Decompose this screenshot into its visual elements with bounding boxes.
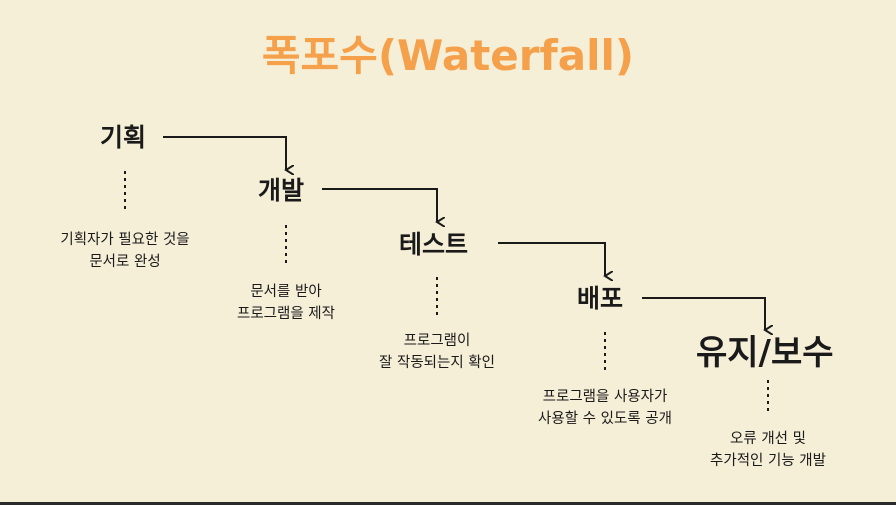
stage-label-maintenance: 유지/보수 — [696, 333, 834, 373]
stage-desc-plan-line-1: 기획자가 필요한 것을 — [60, 232, 190, 248]
stage-desc-deploy: 프로그램을 사용자가 사용할 수 있도록 공개 — [510, 386, 700, 430]
stage-desc-dev-line-1: 문서를 받아 — [250, 284, 322, 300]
stage-label-dev: 개발 — [258, 176, 305, 205]
stage-desc-plan-line-2: 문서로 완성 — [89, 254, 161, 270]
arrow-test-to-deploy — [498, 242, 605, 276]
arrow-dev-to-test — [322, 188, 437, 222]
stage-desc-dev-line-2: 프로그램을 제작 — [237, 306, 335, 322]
arrow-plan-to-dev — [163, 136, 286, 170]
stage-desc-plan: 기획자가 필요한 것을 문서로 완성 — [35, 229, 215, 273]
stage-desc-maintenance-line-1: 오류 개선 및 — [730, 431, 806, 447]
stage-desc-deploy-line-2: 사용할 수 있도록 공개 — [538, 411, 672, 427]
stage-label-deploy: 배포 — [577, 284, 624, 313]
stage-label-plan: 기획 — [100, 123, 147, 152]
bottom-divider — [0, 502, 896, 505]
stage-desc-test-line-1: 프로그램이 — [403, 333, 471, 349]
stage-desc-test: 프로그램이 잘 작동되는지 확인 — [352, 330, 522, 374]
stage-desc-maintenance: 오류 개선 및 추가적인 기능 개발 — [688, 428, 848, 472]
page-title: 폭포수(Waterfall) — [261, 31, 635, 80]
stage-desc-maintenance-line-2: 추가적인 기능 개발 — [710, 453, 826, 469]
stage-desc-dev: 문서를 받아 프로그램을 제작 — [206, 281, 366, 325]
arrow-deploy-to-maint — [642, 297, 765, 330]
stage-desc-test-line-2: 잘 작동되는지 확인 — [379, 355, 495, 371]
stage-label-test: 테스트 — [399, 230, 469, 259]
stage-desc-deploy-line-1: 프로그램을 사용자가 — [542, 389, 668, 405]
